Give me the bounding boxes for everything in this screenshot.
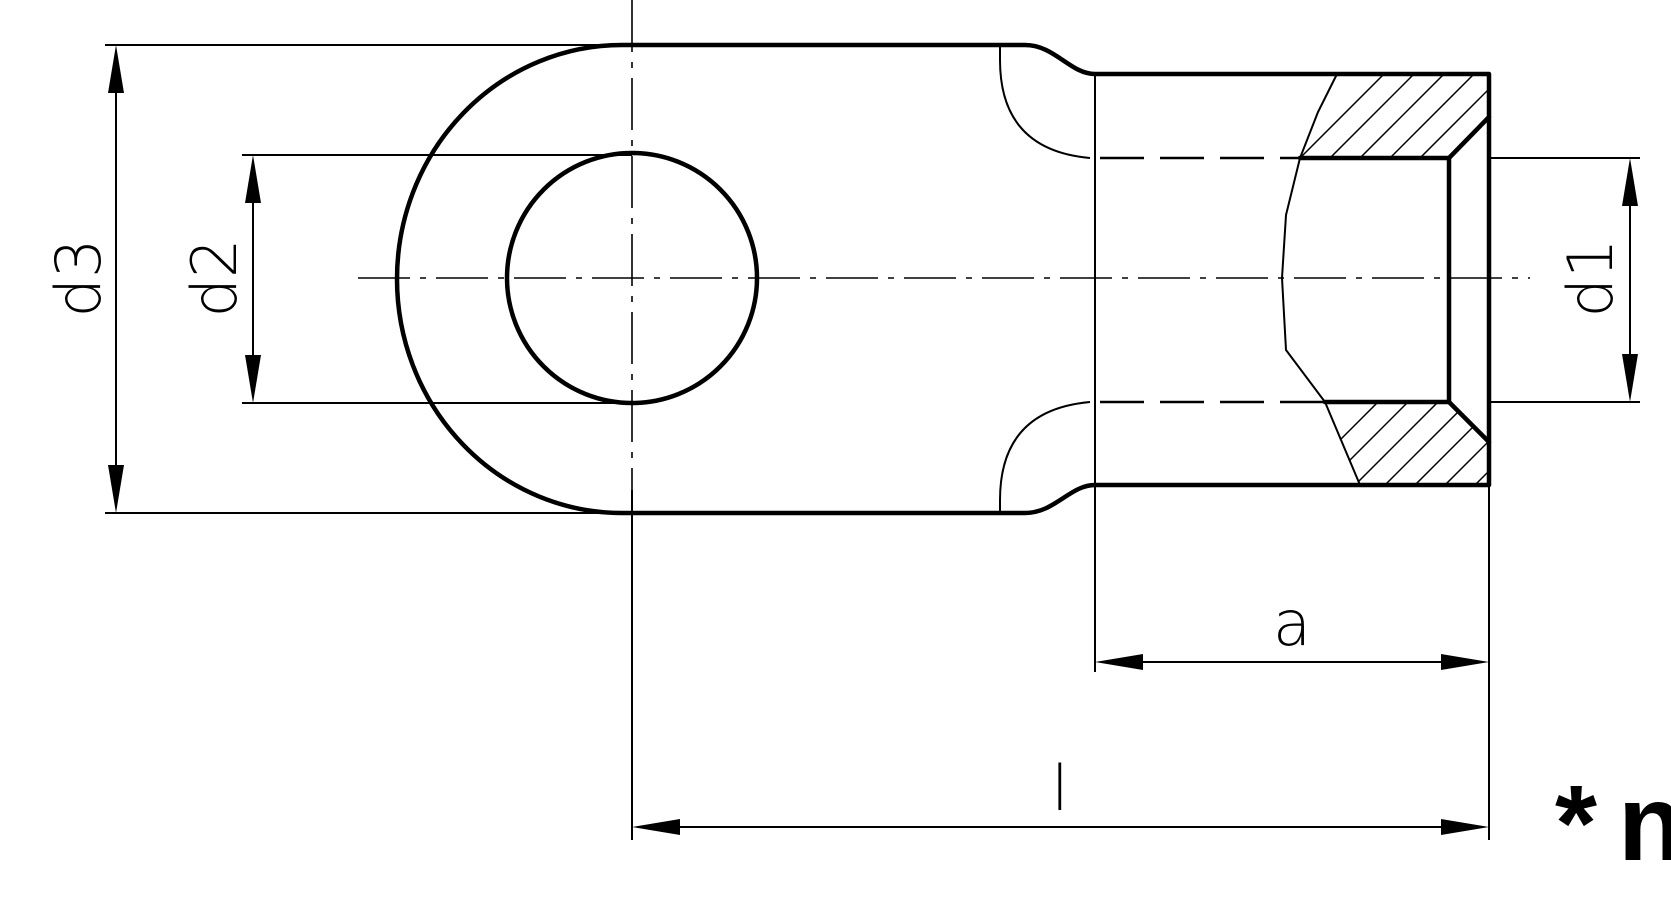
lug-outline [394, 42, 1492, 516]
fillet-bottom [999, 401, 1091, 513]
break-line [1280, 73, 1361, 486]
note-text: n [1618, 762, 1671, 883]
chamfer-top [1446, 114, 1492, 161]
dimension-label-d2: d2 [178, 239, 251, 318]
dimension-label-l: l [1051, 752, 1068, 825]
dimension-d1 [1489, 157, 1640, 403]
dimension-d3 [105, 44, 622, 514]
dimension-d2 [242, 154, 632, 404]
dimension-label-d1: d1 [1554, 239, 1627, 318]
dimension-label-a: a [1273, 587, 1311, 660]
fillet-top [999, 45, 1091, 159]
note-asterisk: * [1555, 762, 1597, 883]
dimension-l [631, 490, 1489, 840]
hatching-top [1300, 74, 1489, 158]
chamfer-bottom [1446, 399, 1492, 445]
dimension-label-d3: d3 [42, 239, 115, 318]
dimension-a [1094, 485, 1490, 840]
